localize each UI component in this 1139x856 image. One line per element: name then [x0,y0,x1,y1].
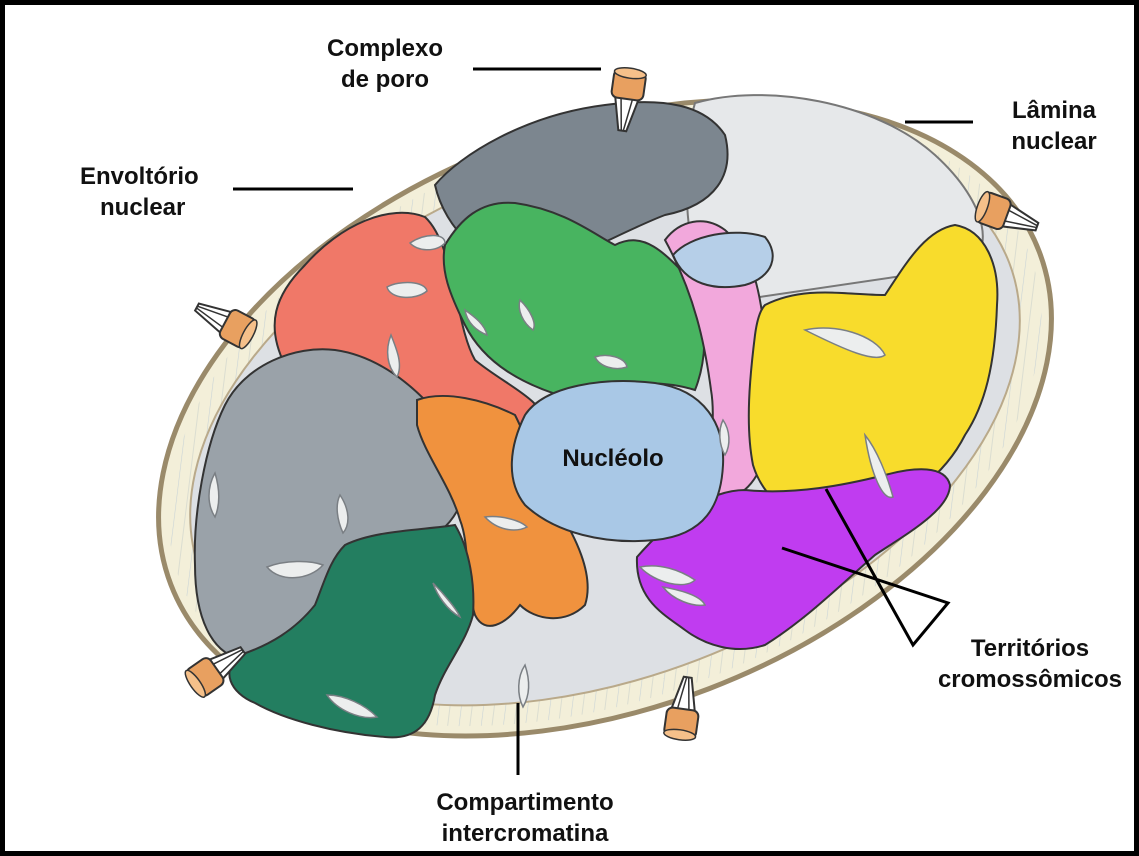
label-nucleolus: Nucléolo [543,443,683,474]
label-nuclear-envelope: Envoltório nuclear [80,161,199,223]
label-interchromatin-compartment: Compartimento intercromatina [415,787,635,849]
label-chromosome-territories: Territórios cromossômicos [925,633,1135,695]
label-pore-complex: Complexo de poro [305,33,465,95]
label-nuclear-lamina: Lâmina nuclear [979,95,1129,157]
nucleus-diagram [5,5,1134,851]
